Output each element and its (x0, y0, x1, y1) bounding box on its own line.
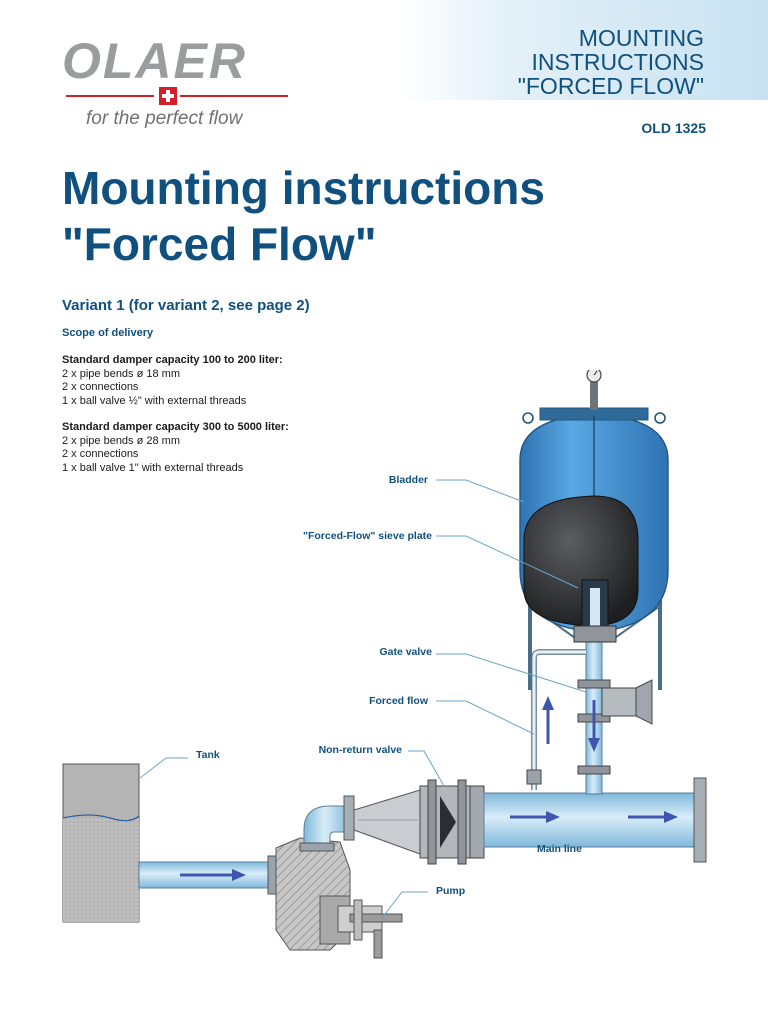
variant-heading: Variant 1 (for variant 2, see page 2) (62, 297, 310, 314)
spec-item: 1 x ball valve ½" with external threads (62, 394, 247, 407)
suction-pipe (138, 855, 280, 895)
spec-heading: Standard damper capacity 100 to 200 lite… (62, 354, 283, 366)
label-forced-flow: Forced flow (369, 695, 429, 707)
spec-item: 1 x ball valve 1" with external threads (62, 461, 244, 474)
logo-rule-right (180, 95, 288, 97)
label-pump: Pump (436, 885, 465, 897)
page-title: Mounting instructions "Forced Flow" (62, 160, 545, 272)
main-line (483, 777, 707, 863)
forced-flow-bypass (526, 649, 586, 790)
page-title-line: Mounting instructions (62, 162, 545, 214)
label-main-line: Main line (537, 843, 582, 855)
sieve-plate (573, 579, 617, 643)
gate-valve (601, 679, 653, 725)
label-bladder: Bladder (389, 474, 428, 486)
logo-rule-left (66, 95, 154, 97)
cone-reducer (353, 789, 421, 855)
swiss-cross-icon (158, 86, 178, 106)
spec-item: 2 x pipe bends ø 28 mm (62, 434, 181, 447)
spec-block-large: Standard damper capacity 300 to 5000 lit… (62, 421, 289, 475)
vessel-inlet-pipe (577, 639, 611, 795)
document-code: OLD 1325 (641, 120, 706, 136)
label-sieve-plate: "Forced-Flow" sieve plate (303, 530, 432, 542)
spec-heading: Standard damper capacity 300 to 5000 lit… (62, 421, 289, 433)
spec-item: 2 x connections (62, 381, 139, 393)
spec-item: 2 x connections (62, 448, 139, 460)
header-title: MOUNTING INSTRUCTIONS "FORCED FLOW" (518, 26, 704, 98)
logo-tagline: for the perfect flow (86, 108, 243, 129)
header-title-line: MOUNTING (578, 25, 704, 51)
non-return-valve (419, 779, 485, 865)
callout-lines (139, 479, 587, 919)
spec-block-small: Standard damper capacity 100 to 200 lite… (62, 354, 283, 408)
olaer-logo: OLAER for the perfect flow (62, 34, 292, 134)
pump (275, 837, 403, 959)
header-title-line: INSTRUCTIONS (531, 49, 705, 75)
label-tank: Tank (196, 749, 220, 761)
bladder (523, 495, 639, 627)
label-gate-valve: Gate valve (379, 646, 432, 658)
header-title-line: "FORCED FLOW" (517, 73, 704, 99)
scope-heading: Scope of delivery (62, 327, 154, 339)
forced-flow-diagram: Bladder "Forced-Flow" sieve plate Gate v… (62, 370, 707, 959)
discharge-elbow (299, 795, 355, 852)
label-non-return-valve: Non-return valve (319, 744, 403, 756)
logo-wordmark: OLAER (62, 33, 247, 89)
page-title-line: "Forced Flow" (62, 218, 377, 270)
header-background (400, 0, 768, 100)
tank (62, 763, 140, 923)
spec-item: 2 x pipe bends ø 18 mm (62, 367, 181, 380)
pressure-gauge-icon (586, 370, 602, 410)
